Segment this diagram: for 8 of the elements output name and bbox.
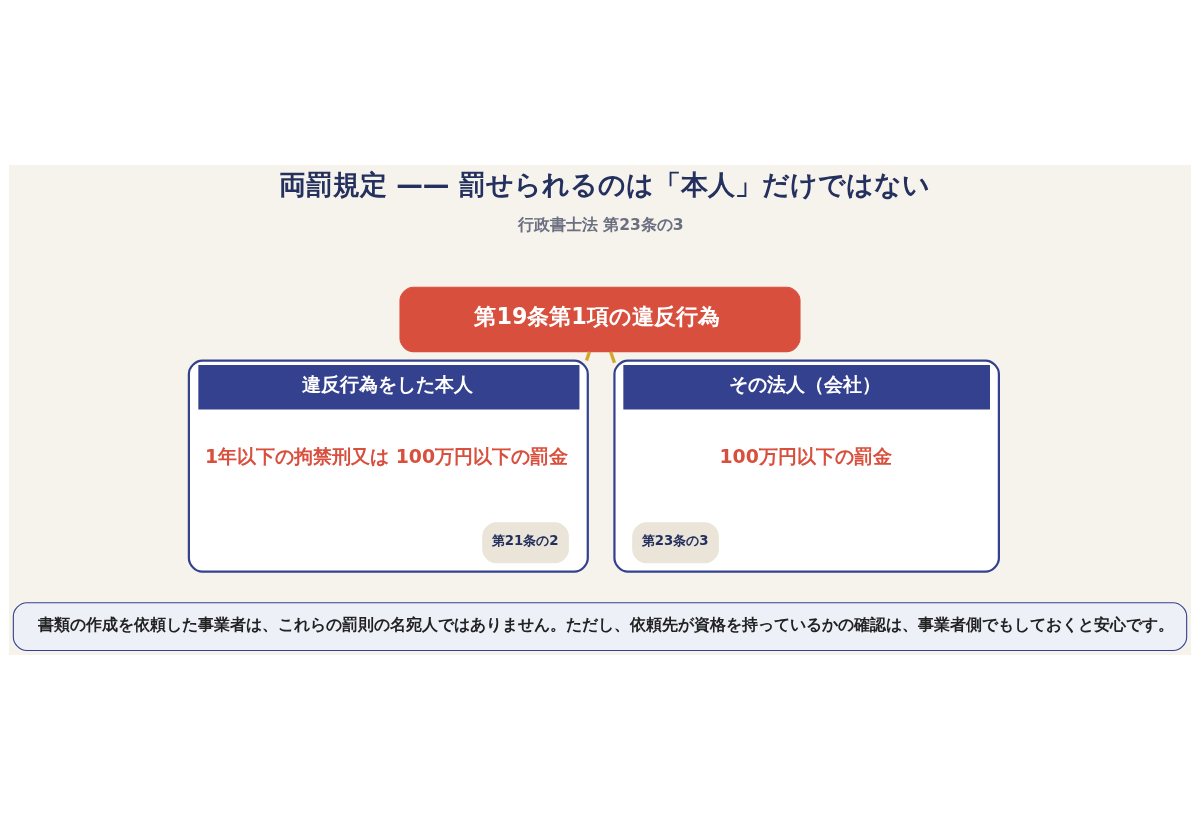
node-box: 第19条第1項の違反行為 bbox=[399, 286, 801, 353]
node-box: 第21条の2 bbox=[482, 522, 569, 564]
node-box: 書類の作成を依頼した事業者は、これらの罰則の名宛人ではありません。ただし、依頼先が資格を持っているかの確認は、事業者側でもしておくと安心です。 bbox=[12, 602, 1188, 652]
connector bbox=[609, 351, 616, 364]
connector bbox=[584, 351, 592, 362]
label: 行政書士法 第23条の3 bbox=[517, 216, 684, 235]
diagram-title: 両罰規定 —— 罰せられるのは「本人」だけではない bbox=[278, 169, 930, 201]
node-box: 第23条の3 bbox=[632, 522, 719, 564]
